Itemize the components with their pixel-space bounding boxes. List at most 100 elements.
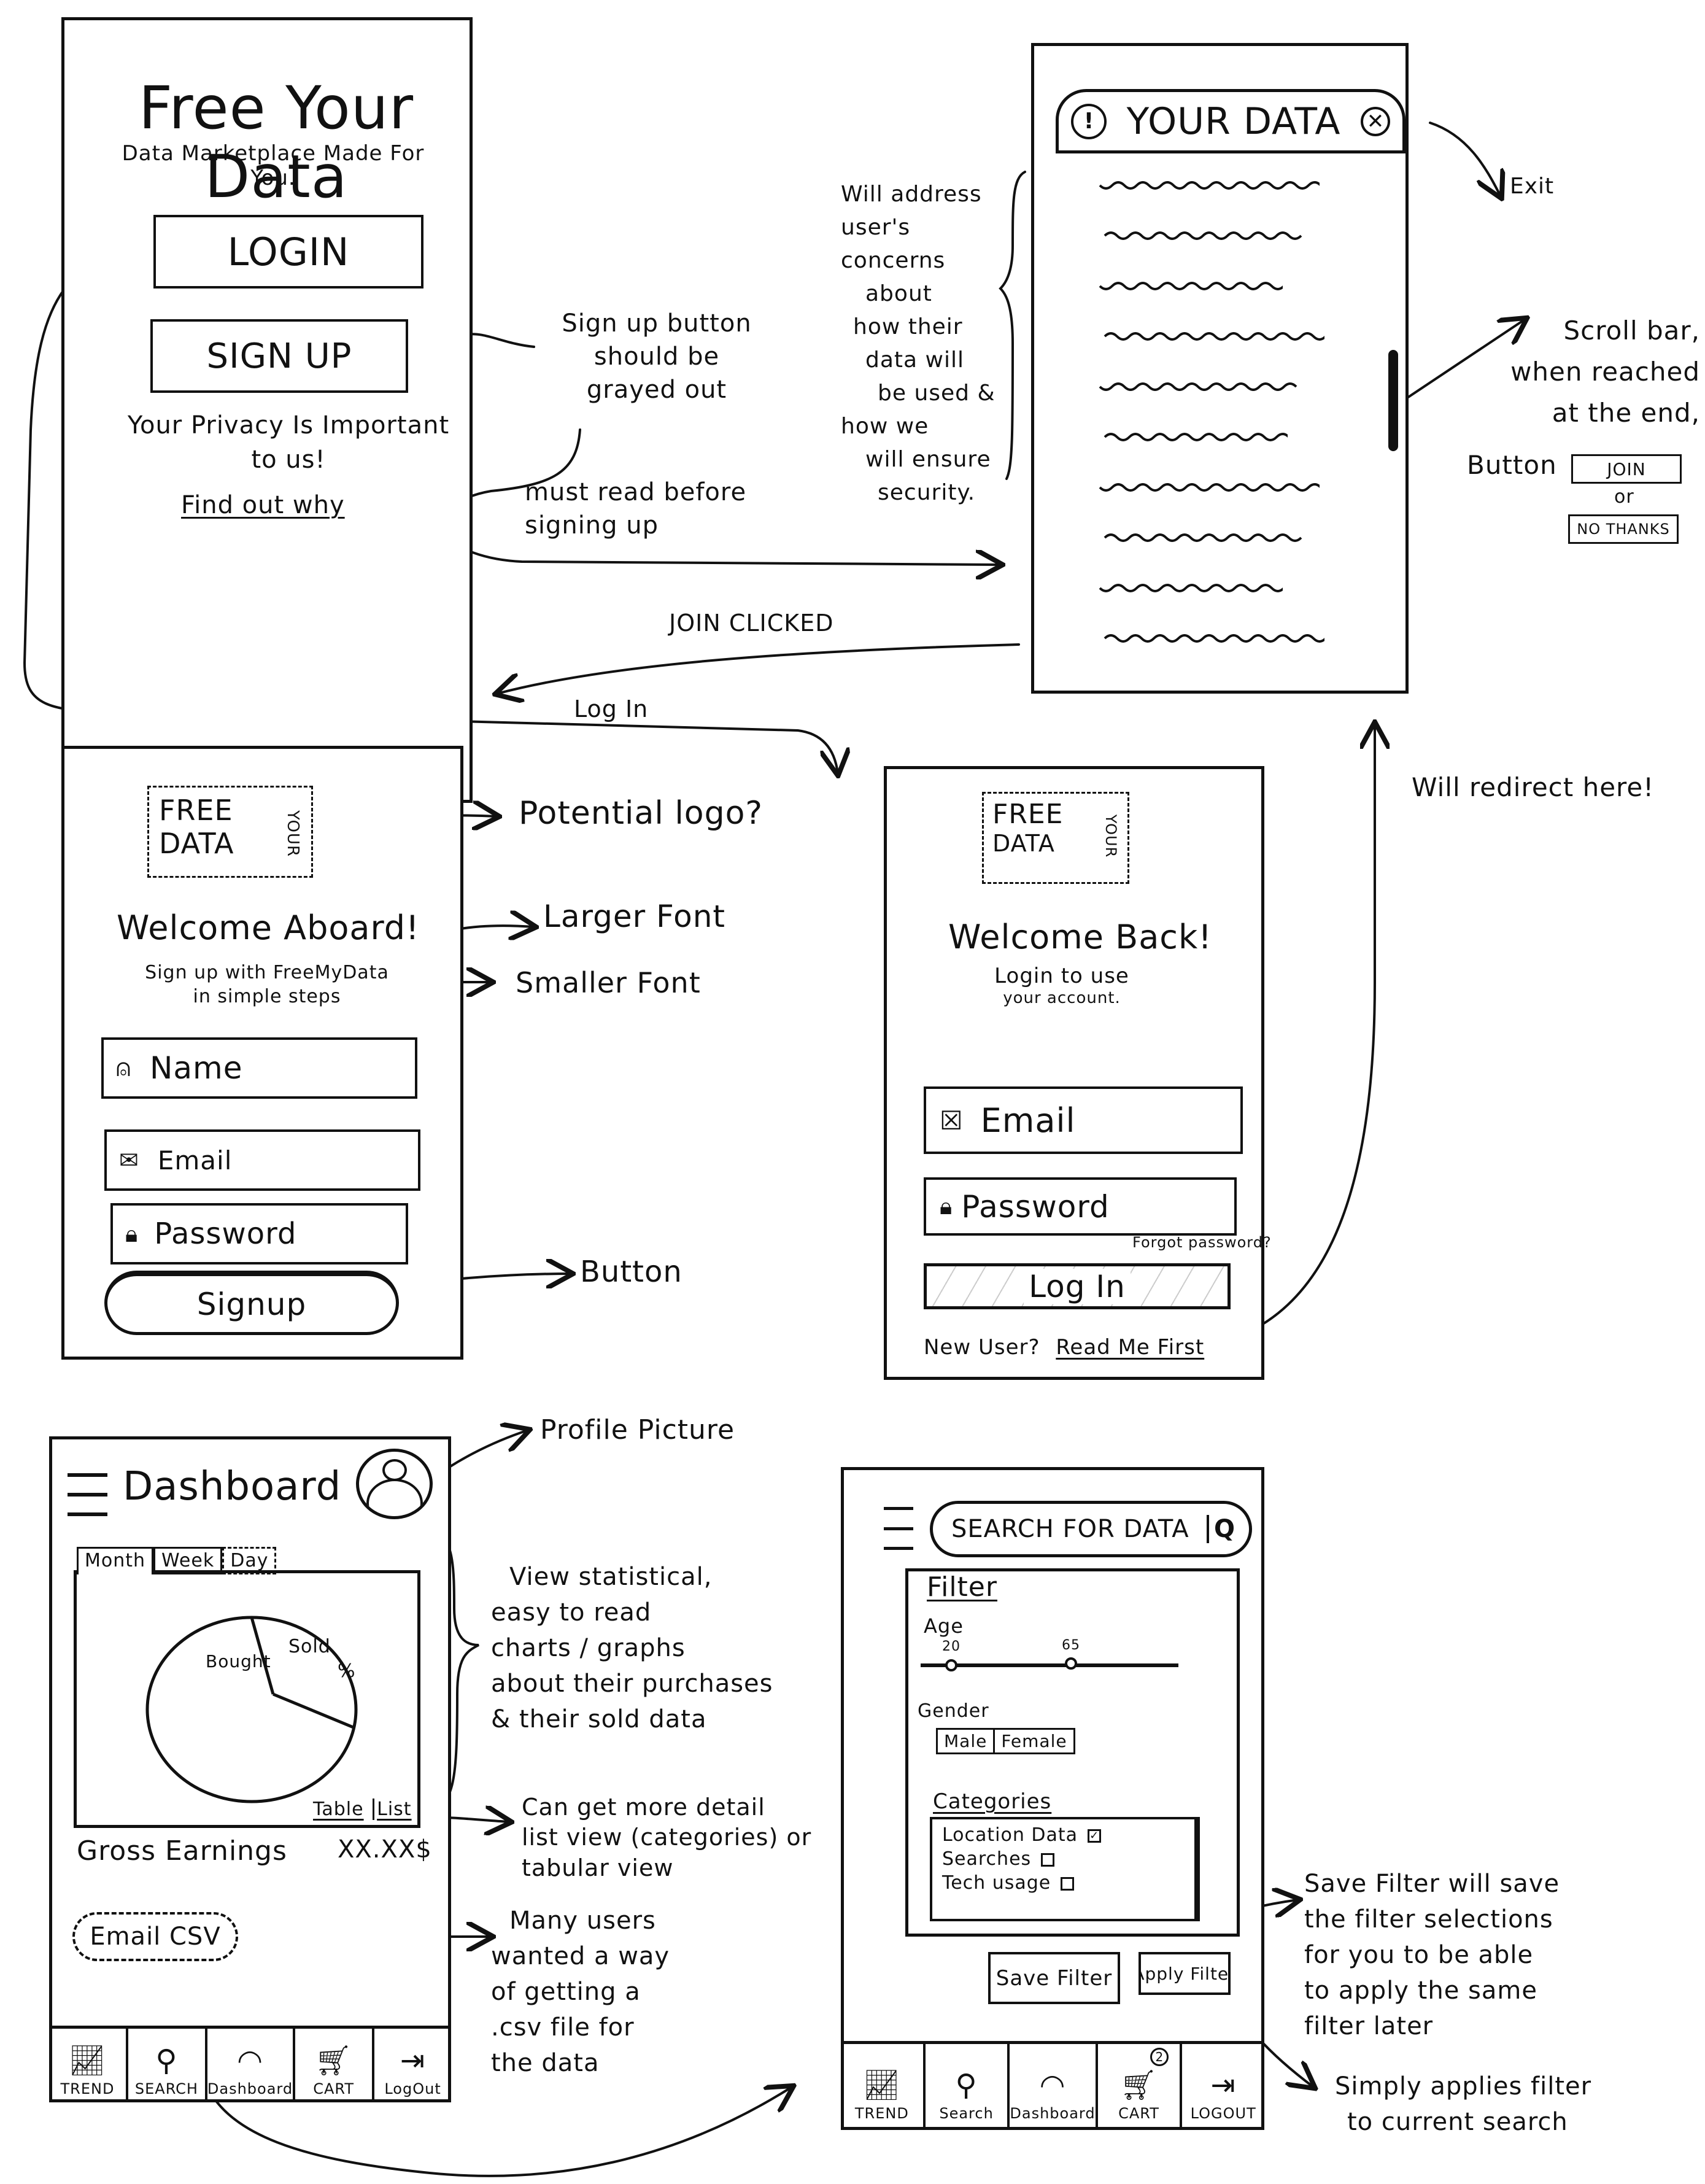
nav-cart[interactable]: 🛒︎CART 2 bbox=[1098, 2044, 1183, 2127]
profile-picture-note: Profile Picture bbox=[540, 1414, 735, 1446]
signup-submit-button[interactable]: Signup bbox=[104, 1271, 399, 1335]
name-placeholder: Name bbox=[150, 1050, 243, 1086]
exit-note: Exit bbox=[1510, 174, 1555, 199]
or-note: or bbox=[1614, 486, 1634, 508]
nav-cart[interactable]: 🛒︎CART bbox=[295, 2029, 375, 2102]
chart-panel bbox=[74, 1570, 420, 1828]
note-line: list view (categories) or bbox=[522, 1824, 812, 1851]
login-password-field[interactable]: 🔒︎ Password bbox=[924, 1177, 1237, 1236]
nav-dashboard[interactable]: ◠ Dashboard bbox=[1010, 2044, 1098, 2127]
logo-free: FREE bbox=[159, 794, 233, 827]
trend-icon: 📈︎ bbox=[862, 2068, 901, 2102]
no-thanks-label: NO THANKS bbox=[1577, 521, 1670, 538]
age-range-slider[interactable] bbox=[921, 1663, 1178, 1667]
apply-filter-button[interactable]: Apply Filter bbox=[1139, 1952, 1231, 1995]
category-searches[interactable]: Searches bbox=[942, 1848, 1185, 1870]
tab-month[interactable]: Month bbox=[77, 1547, 154, 1574]
password-placeholder: Password bbox=[154, 1217, 297, 1251]
save-filter-button[interactable]: Save Filter bbox=[988, 1952, 1120, 2004]
gender-toggle: Male Female bbox=[936, 1728, 1075, 1754]
email-field[interactable]: ✉ Email bbox=[104, 1129, 420, 1191]
nav-logout[interactable]: ⇥LogOut bbox=[374, 2029, 451, 2102]
tab-day[interactable]: Day bbox=[222, 1547, 277, 1574]
note-line: to current search bbox=[1347, 2108, 1568, 2136]
new-user-row: New User? Read Me First bbox=[924, 1335, 1204, 1360]
save-filter-label: Save Filter bbox=[996, 1965, 1113, 1991]
nav-search[interactable]: ⚲SEARCH bbox=[128, 2029, 207, 2102]
age-max-value: 65 bbox=[1062, 1638, 1080, 1653]
policy-text-line bbox=[1104, 231, 1302, 240]
nav-trend[interactable]: 📈︎TREND bbox=[841, 2044, 926, 2127]
read-me-first-link[interactable]: Read Me First bbox=[1056, 1335, 1205, 1360]
pie-divider-2 bbox=[273, 1692, 355, 1730]
gender-female-option[interactable]: Female bbox=[1001, 1731, 1067, 1751]
table-view-link[interactable]: Table bbox=[313, 1799, 364, 1820]
login-button[interactable]: LOGIN bbox=[153, 215, 423, 288]
search-input[interactable]: SEARCH FOR DATA Q bbox=[930, 1501, 1252, 1557]
lock-icon: 🔒︎ bbox=[940, 1193, 953, 1220]
name-field[interactable]: ⍝ Name bbox=[101, 1037, 417, 1099]
landing-screen bbox=[61, 17, 473, 803]
filter-panel bbox=[905, 1568, 1240, 1937]
login-submit-button[interactable]: Log In bbox=[924, 1263, 1231, 1309]
age-min-handle[interactable] bbox=[945, 1659, 957, 1671]
login-email-field[interactable]: ☒ Email bbox=[924, 1086, 1243, 1154]
nav-label: Dashboard bbox=[1010, 2105, 1096, 2122]
note-line: .csv file for bbox=[491, 2013, 635, 2042]
subtitle-line-2: your account. bbox=[1003, 988, 1121, 1007]
period-tabs: Month Week Day bbox=[77, 1547, 277, 1574]
category-location-data[interactable]: Location Data✓ bbox=[942, 1824, 1185, 1846]
nav-search[interactable]: ⚲Search bbox=[926, 2044, 1010, 2127]
larger-font-note: Larger Font bbox=[543, 899, 725, 934]
email-csv-button[interactable]: Email CSV bbox=[72, 1912, 238, 1961]
note-line: tabular view bbox=[522, 1854, 674, 1881]
forgot-password-link[interactable]: Forgot password? bbox=[1132, 1234, 1272, 1251]
list-view-link[interactable]: List bbox=[377, 1799, 412, 1820]
password-field[interactable]: 🔒︎ Password bbox=[110, 1203, 408, 1264]
nav-trend[interactable]: 📈︎ TREND bbox=[49, 2029, 128, 2102]
hamburger-menu-icon[interactable] bbox=[68, 1473, 107, 1516]
note-line: will ensure bbox=[865, 447, 991, 472]
note-line: Can get more detail bbox=[522, 1794, 765, 1821]
note-line: Many users bbox=[509, 1907, 656, 1935]
dashboard-bottom-nav: 📈︎ TREND ⚲SEARCH ◠Dashboard 🛒︎CART ⇥LogOu… bbox=[49, 2026, 451, 2102]
trend-icon: 📈︎ bbox=[68, 2043, 107, 2078]
button-note: Button bbox=[580, 1255, 682, 1289]
password-placeholder: Password bbox=[961, 1188, 1110, 1225]
category-tech-usage[interactable]: Tech usage bbox=[942, 1872, 1185, 1894]
search-icon: ⚲ bbox=[155, 2043, 178, 2078]
profile-picture-avatar[interactable] bbox=[356, 1449, 433, 1519]
view-toggle: Table List bbox=[313, 1799, 412, 1820]
nav-logout[interactable]: ⇥LOGOUT bbox=[1182, 2044, 1264, 2127]
subtitle-line-2: in simple steps bbox=[193, 986, 341, 1007]
search-icon[interactable]: Q bbox=[1206, 1515, 1235, 1543]
cart-icon: 🛒︎ bbox=[1119, 2068, 1158, 2102]
nav-dashboard[interactable]: ◠Dashboard bbox=[207, 2029, 296, 2102]
signup-button[interactable]: SIGN UP bbox=[150, 319, 408, 393]
apply-filter-note: Simply applies filter to current search bbox=[1335, 2069, 1591, 2140]
location-data-checkbox[interactable]: ✓ bbox=[1088, 1829, 1102, 1843]
note-line: user's concerns bbox=[841, 215, 946, 273]
close-icon[interactable]: ✕ bbox=[1361, 106, 1390, 136]
age-max-handle[interactable] bbox=[1065, 1657, 1077, 1670]
nav-label: LOGOUT bbox=[1190, 2105, 1256, 2122]
search-bottom-nav: 📈︎TREND ⚲Search ◠ Dashboard 🛒︎CART 2 ⇥LOG… bbox=[841, 2041, 1264, 2127]
pie-divider-1 bbox=[250, 1617, 275, 1695]
note-line: Simply applies filter bbox=[1335, 2072, 1592, 2101]
note-line: the filter selections bbox=[1304, 1905, 1553, 1934]
find-out-why-link[interactable]: Find out why bbox=[181, 491, 345, 519]
tech-usage-checkbox[interactable] bbox=[1061, 1876, 1075, 1891]
note-line: about bbox=[865, 281, 932, 306]
info-icon[interactable]: ! bbox=[1071, 103, 1107, 139]
search-hamburger-icon[interactable] bbox=[884, 1507, 913, 1550]
gauge-icon: ◠ bbox=[1039, 2068, 1066, 2102]
welcome-back-heading: Welcome Back! bbox=[948, 918, 1212, 956]
note-line: Sign up button bbox=[562, 309, 752, 338]
gender-male-option[interactable]: Male bbox=[938, 1730, 996, 1752]
searches-checkbox[interactable] bbox=[1041, 1853, 1055, 1867]
tab-week[interactable]: Week bbox=[153, 1547, 223, 1574]
nav-label: TREND bbox=[60, 2080, 115, 2097]
note-line: how we bbox=[841, 414, 929, 439]
scrollbar-thumb[interactable] bbox=[1388, 350, 1398, 451]
note-line: how their bbox=[853, 314, 963, 339]
